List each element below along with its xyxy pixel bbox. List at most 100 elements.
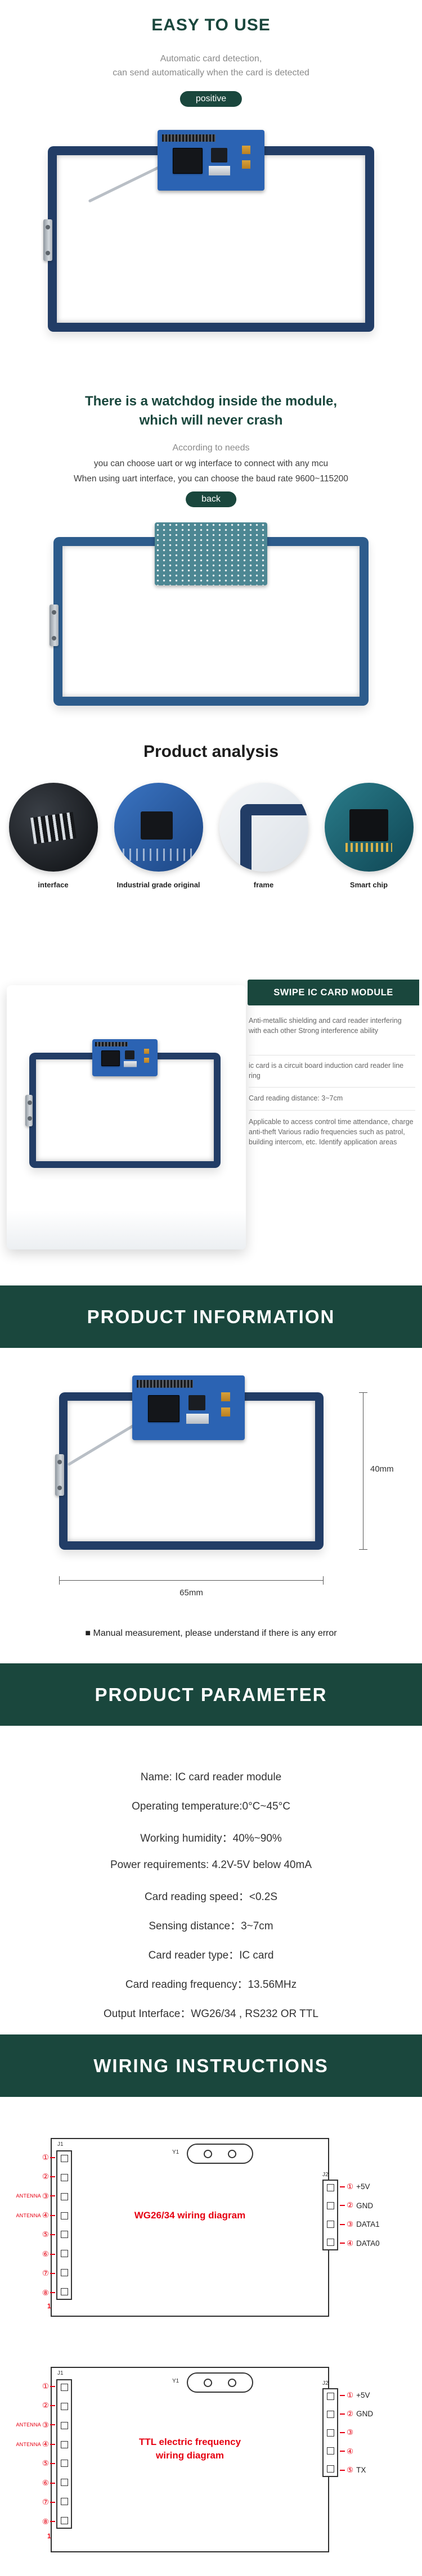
pin-annotation: ⑧	[0, 2518, 55, 2526]
pin-annotation: ②	[0, 2401, 55, 2410]
j2-connector	[322, 2388, 338, 2477]
pin-annotation: ①	[0, 2153, 55, 2162]
parameter-row: Operating temperature:0°C~45°C	[132, 1801, 290, 1812]
parameter-row: Card reading speed：<0.2S	[144, 1891, 278, 1903]
antenna-frame	[48, 146, 374, 332]
divider	[249, 1110, 415, 1111]
pin-annotation: ①+5V	[340, 2391, 422, 2399]
pin-annotation: ⑤	[0, 2231, 55, 2239]
module-outline	[51, 2138, 329, 2317]
analysis-label: frame	[253, 881, 274, 889]
pin1-marker: 1	[47, 2532, 51, 2540]
smart-chip-photo	[324, 783, 414, 872]
antenna-coil-connector	[187, 2144, 253, 2164]
swipe-module-header: SWIPE IC CARD MODULE	[248, 980, 419, 1005]
product-photo-front	[0, 115, 422, 363]
frame-photo	[219, 783, 308, 872]
parameter-row: Sensing distance：3~7cm	[149, 1920, 273, 1932]
pin-annotation: ①+5V	[340, 2182, 422, 2191]
j1-label: J1	[57, 2370, 64, 2376]
height-dimension-label: 40mm	[370, 1464, 394, 1474]
pin-annotation: ⑥	[0, 2479, 55, 2487]
easy-subtitle-line2: can send automatically when the card is …	[113, 68, 309, 78]
pin1-marker: 1	[47, 2302, 51, 2310]
dimension-photo: 40mm 65mm	[0, 1370, 422, 1626]
pin-annotation: ①	[0, 2382, 55, 2390]
measurement-note: ■ Manual measurement, please understand …	[85, 1628, 337, 1638]
analysis-label: Industrial grade original	[116, 881, 200, 889]
easy-to-use-title: EASY TO USE	[151, 16, 271, 34]
reader-pcb-small	[92, 1039, 158, 1076]
reader-pcb	[132, 1375, 245, 1440]
antenna-coil-connector	[187, 2372, 253, 2393]
product-photo-back	[0, 515, 422, 717]
diagram-caption-line2: wiring diagram	[156, 2450, 224, 2461]
j1-label: J1	[57, 2141, 64, 2148]
diagram-caption-line1: TTL electric frequency	[138, 2437, 241, 2447]
j2-label: J2	[322, 2380, 329, 2386]
back-badge: back	[186, 491, 236, 507]
diagram-caption: WG26/34 wiring diagram	[134, 2210, 246, 2221]
j1-connector	[56, 2379, 72, 2529]
width-dimension-line	[59, 1576, 324, 1585]
j2-connector	[322, 2180, 338, 2250]
reader-pcb	[158, 130, 264, 191]
pin-annotation: ⑥	[0, 2250, 55, 2258]
module-outline	[51, 2367, 329, 2552]
analysis-item-smart-chip: Smart chip	[322, 783, 415, 889]
easy-subtitle-line1: Automatic card detection,	[160, 54, 262, 64]
pin-annotation: ⑦	[0, 2270, 55, 2278]
watchdog-line3: When using uart interface, you can choos…	[74, 474, 348, 484]
y1-label: Y1	[172, 2149, 179, 2155]
swipe-text-block: ic card is a circuit board induction car…	[249, 1062, 404, 1080]
pin-annotation: ⑧	[0, 2289, 55, 2297]
parameter-row: Card reading frequency：13.56MHz	[125, 1979, 297, 1991]
desk-surface	[7, 1210, 246, 1249]
analysis-label: Smart chip	[349, 881, 388, 889]
mounting-bracket	[55, 1454, 64, 1496]
wiring-instructions-banner: WIRING INSTRUCTIONS	[0, 2034, 422, 2097]
pin-annotation: ④	[340, 2447, 422, 2456]
y1-label: Y1	[172, 2378, 179, 2384]
parameter-row: Card reader type：IC card	[148, 1950, 274, 1961]
analysis-item-industrial: Industrial grade original	[112, 783, 205, 889]
analysis-item-frame: frame	[217, 783, 310, 889]
pin-annotation: ⑤	[0, 2460, 55, 2468]
analysis-item-interface: interface	[7, 783, 100, 889]
positive-badge: positive	[179, 91, 243, 107]
watchdog-line1: According to needs	[172, 443, 250, 453]
swipe-text-block: Anti-metallic shielding and card reader …	[249, 1017, 402, 1035]
interface-photo	[8, 783, 98, 872]
parameter-row: Working humidity：40%~90%	[140, 1833, 282, 1844]
swipe-text-block: Card reading distance: 3~7cm	[249, 1094, 343, 1102]
parameter-row: Output Interface：WG26/34 , RS232 OR TTL	[104, 2008, 318, 2020]
pin-annotation: ③	[340, 2429, 422, 2437]
industrial-grade-photo	[114, 783, 203, 872]
product-parameter-banner: PRODUCT PARAMETER	[0, 1663, 422, 1726]
watchdog-title-line1: There is a watchdog inside the module,	[84, 394, 338, 409]
mounting-bracket	[43, 219, 52, 261]
analysis-items: interface Industrial grade original fram…	[0, 783, 422, 889]
parameter-row: Name: IC card reader module	[140, 1771, 282, 1783]
swipe-module-photo-card	[7, 985, 246, 1249]
mounting-bracket	[50, 604, 59, 646]
product-information-banner: PRODUCT INFORMATION	[0, 1285, 422, 1348]
mounting-bracket	[25, 1095, 33, 1126]
width-dimension-label: 65mm	[179, 1588, 203, 1598]
j2-label: J2	[322, 2172, 329, 2178]
